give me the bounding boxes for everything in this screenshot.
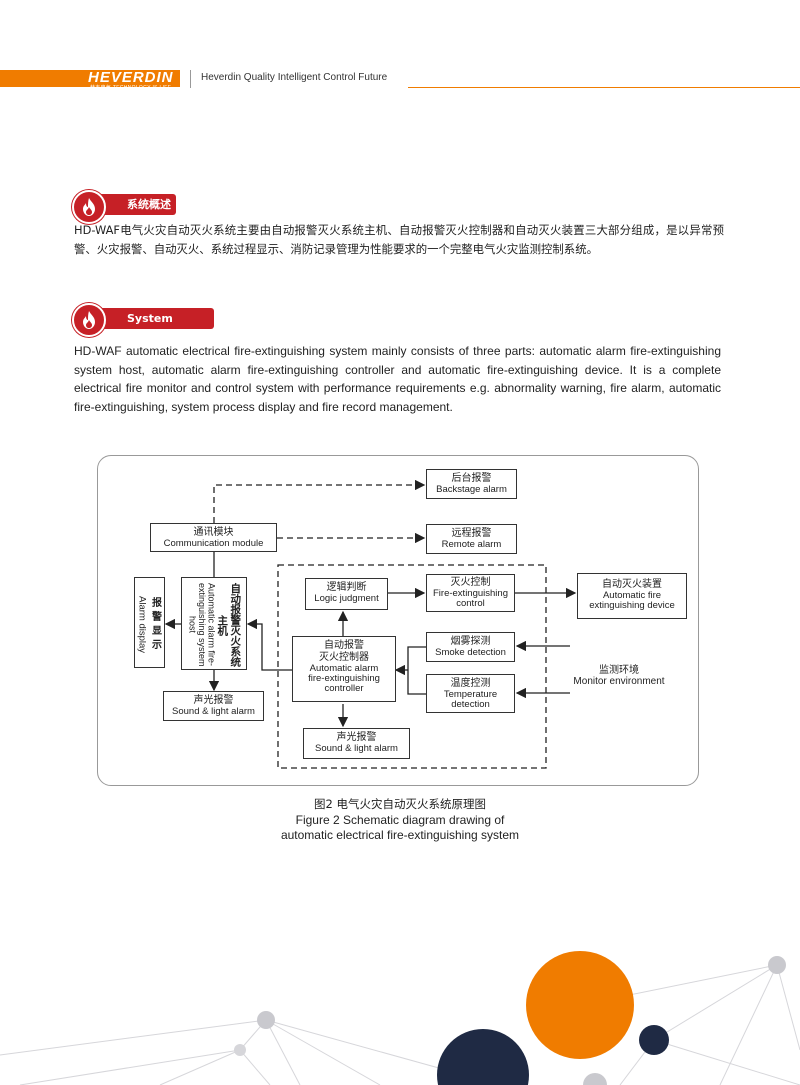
alarm-display-box: 报警显示 Alarm display: [134, 577, 165, 668]
monitor-environment-label: 监测环境 Monitor environment: [566, 665, 672, 687]
remote-alarm-box: 远程报警 Remote alarm: [426, 524, 517, 554]
system-host-box: 自动报警灭火系统主机 Automatic alarm fire-extingui…: [181, 577, 247, 670]
navy-circle: [437, 1029, 529, 1085]
figure-caption-cn: 图2 电气火灾自动灭火系统原理图: [0, 797, 800, 811]
figure-caption-en-2: automatic electrical fire-extinguishing …: [0, 828, 800, 842]
logic-judgment-box: 逻辑判断 Logic judgment: [305, 578, 388, 610]
communication-module-box: 通讯模块 Communication module: [150, 523, 277, 552]
fire-device-box: 自动灭火装置 Automatic fire extinguishing devi…: [577, 573, 687, 619]
figure-caption-en-1: Figure 2 Schematic diagram drawing of: [0, 813, 800, 827]
temperature-detection-box: 温度控测 Temperature detection: [426, 674, 515, 713]
fire-control-box: 灭火控制 Fire-extinguishing control: [426, 574, 515, 612]
sound-light-alarm-box: 声光报警 Sound & light alarm: [163, 691, 264, 721]
backstage-alarm-box: 后台报警 Backstage alarm: [426, 469, 517, 499]
controller-box: 自动报警 灭火控制器 Automatic alarm fire-extingui…: [292, 636, 396, 702]
decorative-network-graphic: [0, 850, 800, 1085]
orange-circle: [526, 951, 634, 1059]
smoke-detection-box: 烟雾探测 Smoke detection: [426, 632, 515, 662]
sound-light-alarm-box-2: 声光报警 Sound & light alarm: [303, 728, 410, 759]
